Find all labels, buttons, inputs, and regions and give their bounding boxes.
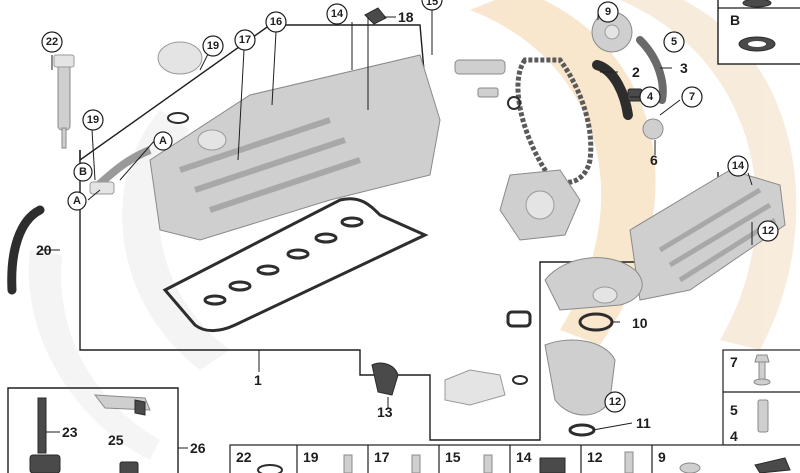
thermostat-housing (544, 339, 616, 437)
svg-text:26: 26 (190, 440, 206, 456)
svg-text:12: 12 (609, 396, 621, 408)
svg-text:11: 11 (636, 415, 651, 431)
svg-text:25: 25 (108, 432, 124, 448)
callout-18: 18 (384, 9, 414, 25)
strip-label-1: 19 (303, 449, 319, 465)
crankcase-vent-hose (7, 205, 45, 295)
callout-2: 2 (632, 64, 640, 80)
callout-1: 1 (254, 350, 262, 388)
detail-box-letter: B (730, 12, 740, 28)
svg-text:16: 16 (270, 16, 282, 28)
ref-letter-a2: A (67, 191, 87, 211)
cylinder-head-cover (149, 41, 441, 241)
bottom-fastener-strip: 22 19 17 15 14 12 9 (229, 444, 800, 473)
callout-15: 15 (421, 0, 443, 11)
svg-text:18: 18 (398, 9, 414, 25)
leader-lines (40, 10, 753, 431)
ref-letter-b1: B (73, 162, 93, 182)
injector-part (53, 54, 75, 149)
callout-14b: 14 (727, 155, 749, 177)
egr-housing (544, 257, 643, 311)
callout-19b: 19 (202, 35, 224, 57)
cover-gasket (162, 197, 429, 333)
svg-text:2: 2 (632, 64, 640, 80)
callout-9: 9 (597, 1, 619, 23)
callout-20: 20 (36, 242, 52, 258)
svg-text:14: 14 (331, 8, 344, 20)
svg-text:23: 23 (62, 424, 78, 440)
svg-text:15: 15 (426, 0, 438, 8)
strip-label-2: 17 (374, 449, 390, 465)
svg-text:A: A (159, 135, 167, 147)
right-panel-mid-label-a: 5 (730, 402, 738, 418)
callout-23: 23 (46, 424, 78, 440)
callout-26: 26 (178, 440, 206, 456)
callout-19a: 19 (82, 109, 104, 131)
svg-text:6: 6 (650, 152, 658, 168)
svg-text:B: B (79, 166, 87, 178)
svg-text:9: 9 (605, 6, 611, 18)
timing-chain (454, 57, 594, 185)
callout-10: 10 (632, 315, 648, 331)
svg-text:19: 19 (207, 40, 219, 52)
callout-17: 17 (234, 29, 256, 51)
svg-text:13: 13 (377, 404, 393, 420)
right-panel-top-label: 7 (730, 354, 738, 370)
ref-letter-a1: A (153, 131, 173, 151)
svg-text:20: 20 (36, 242, 52, 258)
clip-part (364, 7, 387, 25)
callout-25: 25 (108, 432, 124, 448)
strip-label-4: 14 (516, 449, 532, 465)
callout-16: 16 (265, 11, 287, 33)
svg-text:4: 4 (647, 91, 654, 103)
camshaft-sensor (371, 362, 399, 396)
detail-box-b: B (717, 0, 800, 65)
strip-label-0: 22 (236, 449, 252, 465)
callout-12b: 12 (604, 391, 626, 413)
strip-label-3: 15 (445, 449, 461, 465)
valve-assembly (444, 369, 528, 406)
bracket-group-box (7, 387, 179, 473)
svg-text:22: 22 (46, 36, 58, 48)
callout-7: 7 (681, 86, 703, 108)
callout-3: 3 (680, 60, 688, 76)
intake-manifold (629, 169, 786, 301)
right-panel-mid-label-b: 4 (730, 428, 738, 444)
svg-text:19: 19 (87, 114, 99, 126)
svg-text:17: 17 (239, 34, 251, 46)
callout-14a: 14 (326, 3, 348, 25)
svg-text:A: A (73, 195, 81, 207)
callout-5: 5 (663, 31, 685, 53)
sprocket (591, 11, 633, 53)
callout-6: 6 (650, 152, 658, 168)
callout-13: 13 (377, 404, 393, 420)
callout-12a: 12 (757, 220, 779, 242)
strip-label-5: 12 (587, 449, 603, 465)
svg-text:12: 12 (762, 225, 774, 237)
svg-text:7: 7 (689, 91, 695, 103)
callout-22: 22 (41, 31, 63, 53)
svg-text:3: 3 (680, 60, 688, 76)
group-frame-1 (79, 150, 719, 441)
svg-text:5: 5 (671, 36, 677, 48)
svg-text:1: 1 (254, 372, 262, 388)
svg-text:14: 14 (732, 160, 745, 172)
chain-guides (592, 36, 667, 120)
strip-label-6: 9 (658, 449, 666, 465)
fuel-pump (499, 169, 581, 241)
callout-11: 11 (636, 415, 651, 431)
chain-tensioner (627, 88, 664, 140)
vacuum-connector (506, 310, 532, 328)
right-fastener-panel: 7 5 4 (722, 349, 800, 446)
svg-text:10: 10 (632, 315, 648, 331)
callout-4: 4 (639, 86, 661, 108)
